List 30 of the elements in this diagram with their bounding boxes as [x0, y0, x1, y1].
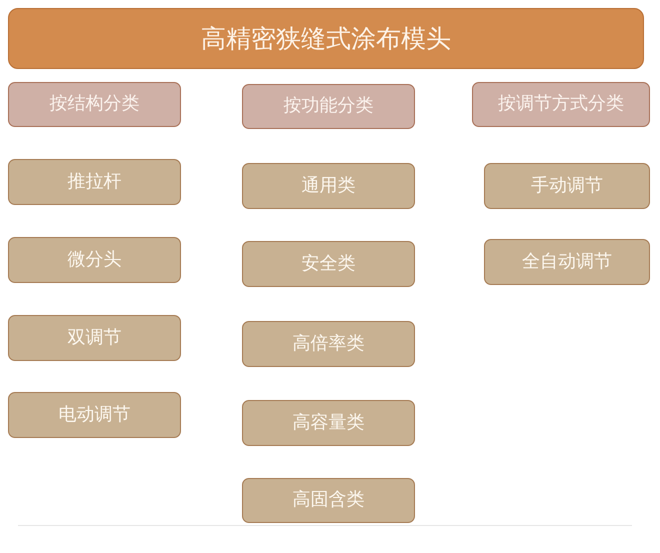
- item-text: 高容量类: [292, 412, 364, 434]
- item-text: 微分头: [68, 248, 122, 272]
- title-text: 高精密狭缝式涂布模头: [201, 22, 451, 54]
- category-item: [242, 400, 415, 446]
- item-text: 电动调节: [58, 404, 130, 426]
- category-header: [8, 82, 181, 127]
- item-text: 通用类: [302, 174, 356, 198]
- item-text: 高倍率类: [292, 332, 364, 356]
- category-item: [8, 237, 181, 283]
- category-item: [8, 159, 181, 205]
- header-text: 按结构分类: [50, 93, 140, 116]
- category-item: [8, 315, 181, 361]
- item-text: 手动调节: [531, 174, 603, 198]
- category-item: [484, 239, 650, 285]
- category-item: [242, 163, 415, 209]
- item-text: 全自动调节: [522, 250, 612, 274]
- category-header: [472, 82, 650, 127]
- category-header: [242, 84, 415, 129]
- category-item: [484, 163, 650, 209]
- item-text: 推拉杆: [68, 170, 122, 194]
- header-text: 按功能分类: [284, 95, 374, 118]
- item-text: 安全类: [302, 252, 356, 276]
- title-banner: [8, 8, 644, 69]
- item-text: 高固含类: [292, 489, 364, 512]
- category-item: [8, 392, 181, 438]
- category-item: [242, 321, 415, 367]
- category-item: [242, 241, 415, 287]
- category-item: [242, 478, 415, 523]
- item-text: 双调节: [68, 326, 122, 350]
- header-text: 按调节方式分类: [498, 93, 624, 116]
